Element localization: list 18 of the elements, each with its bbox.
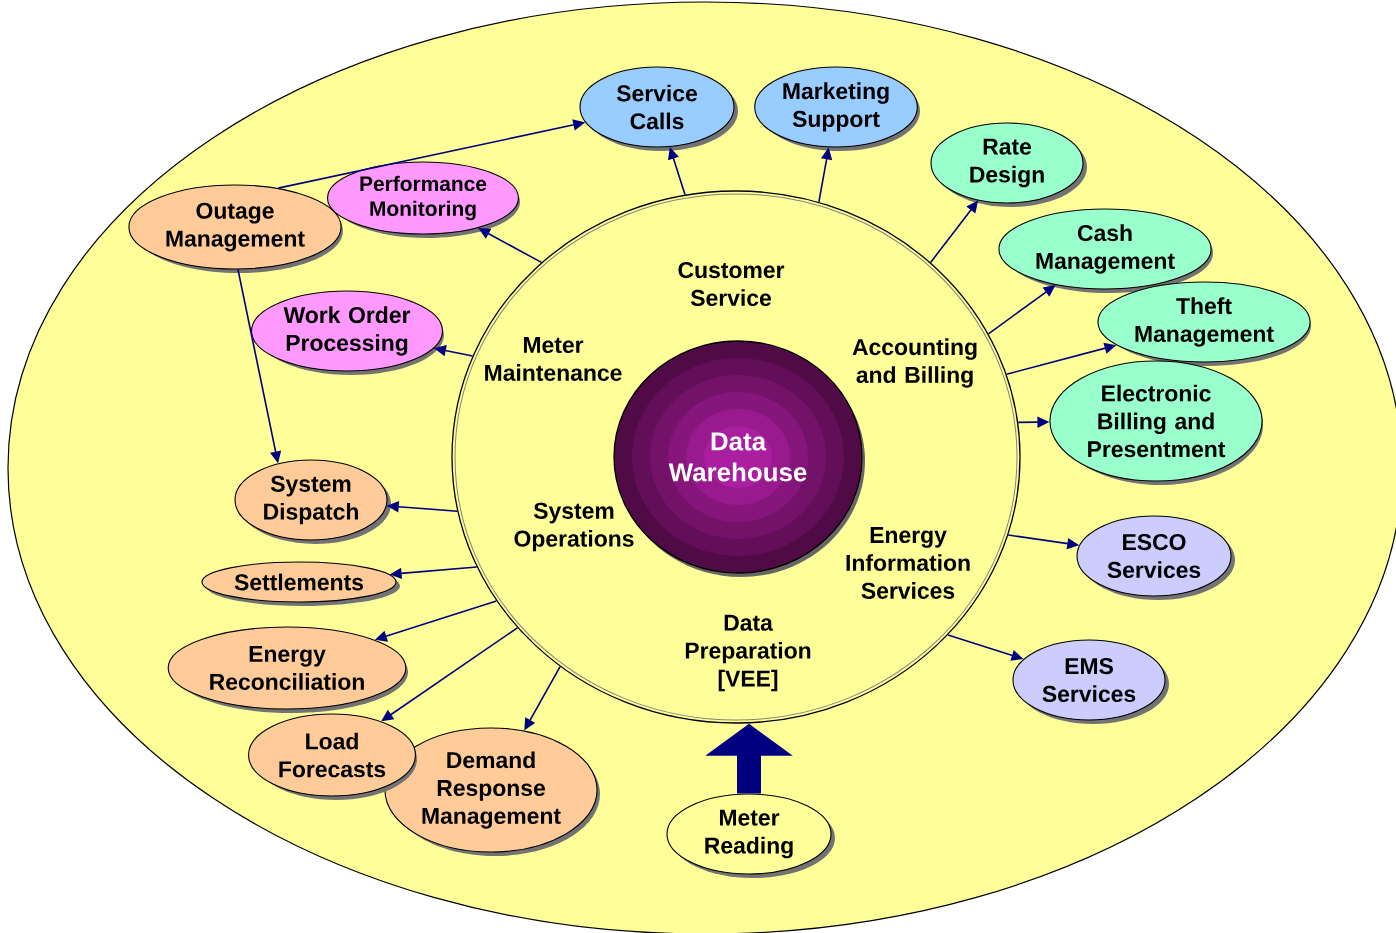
oval: Cash Management [998, 208, 1213, 293]
oval: Marketing Support [754, 66, 920, 151]
oval: Performance Monitoring [327, 161, 520, 238]
oval: ESCO Services [1076, 515, 1235, 600]
oval: Service Calls [579, 66, 738, 151]
oval: Work Order Processing [251, 290, 444, 375]
oval: Theft Management [1097, 281, 1311, 366]
oval: Electronic Billing and Presentment [1049, 360, 1263, 485]
oval: System Dispatch [234, 459, 391, 544]
oval: EMS Services [1012, 639, 1169, 724]
oval: Outage Management [128, 184, 343, 273]
arrow [478, 228, 543, 264]
oval: Meter Reading [666, 793, 835, 878]
oval: Demand Response Management [384, 727, 600, 856]
oval: Load Forecasts [248, 713, 417, 800]
oval: Rate Design [930, 122, 1087, 207]
oval: Settlements [201, 561, 400, 606]
oval: Energy Reconciliation [167, 626, 408, 713]
